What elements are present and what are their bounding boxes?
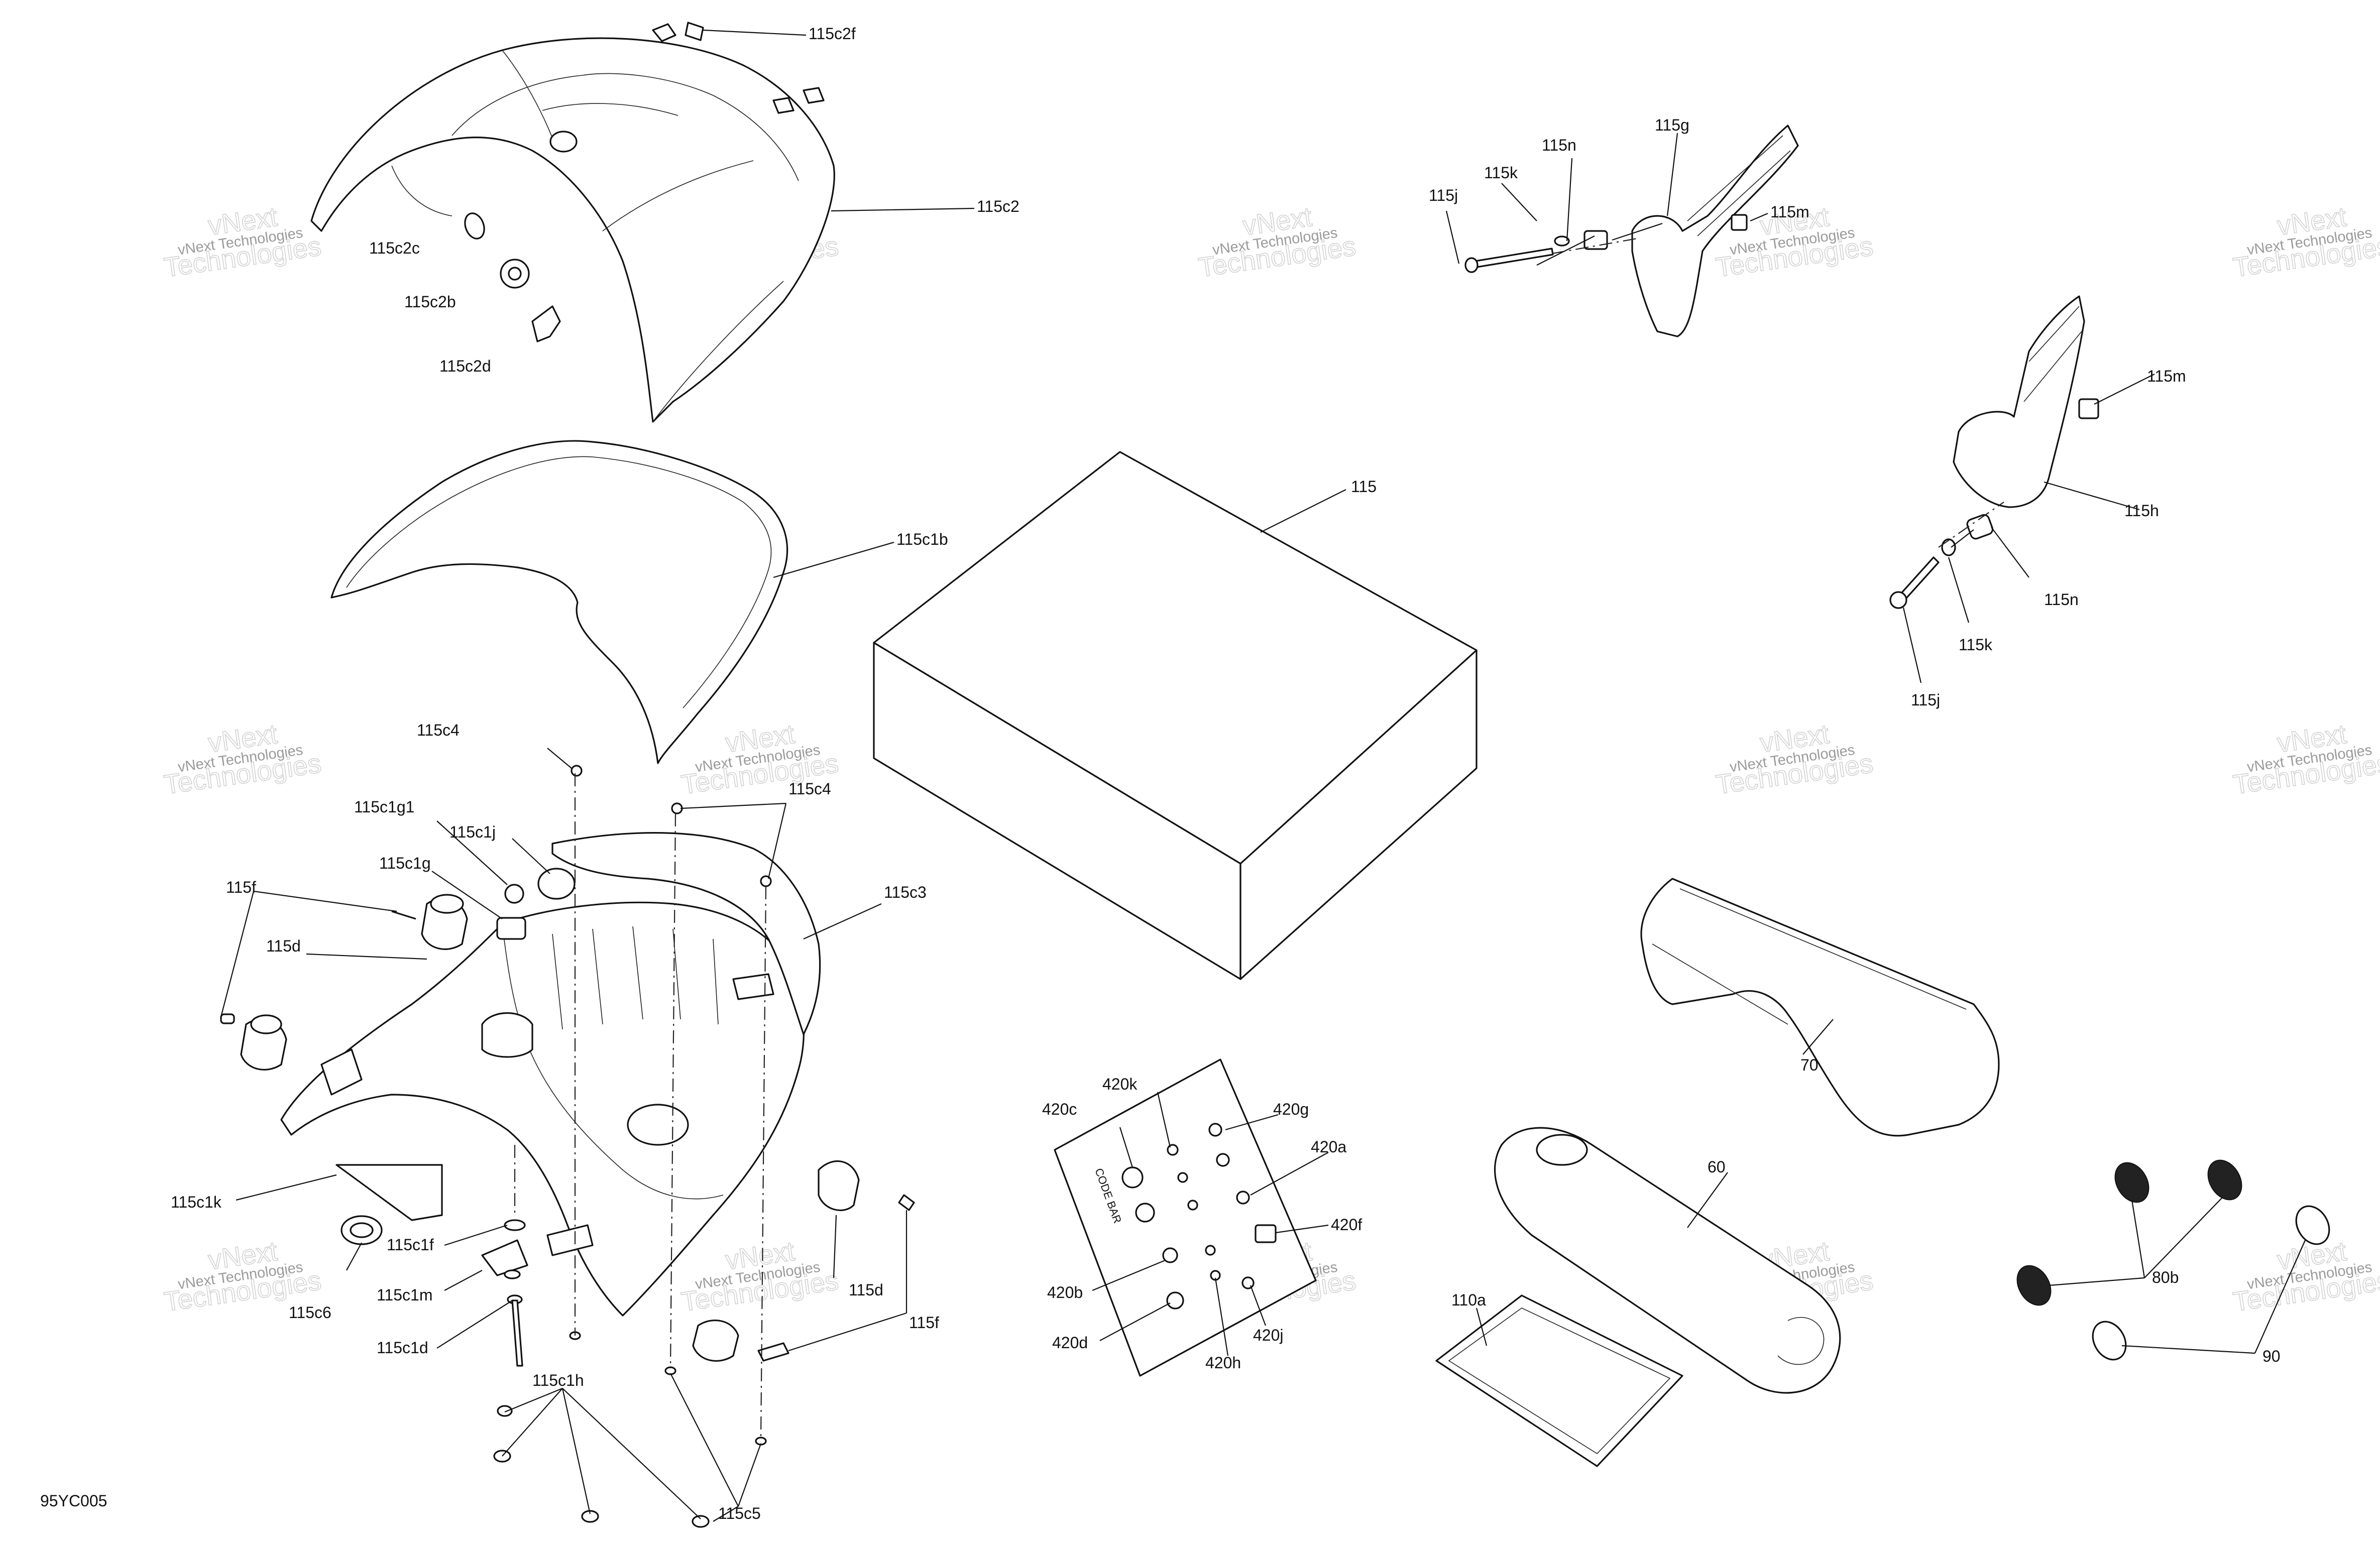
callout-115c2: 115c2 [977, 197, 1019, 215]
callout-420b: 420b [1047, 1283, 1083, 1301]
callout-115h: 115h [2124, 502, 2159, 520]
callout-115g: 115g [1655, 116, 1689, 134]
drawing-code: 95YC005 [40, 1492, 107, 1510]
callout-90: 90 [2262, 1347, 2281, 1365]
callout-60: 60 [1708, 1158, 1726, 1176]
callout-115c2f: 115c2f [809, 25, 856, 43]
part-box [873, 451, 1478, 980]
part-small-hardware-top [464, 212, 561, 342]
callout-115c1f: 115c1f [387, 1236, 434, 1254]
callout-115d-left: 115d [266, 937, 301, 955]
callout-115c6: 115c6 [289, 1303, 331, 1322]
callout-115n-upper: 115n [1542, 136, 1576, 154]
callout-420d: 420d [1052, 1334, 1088, 1352]
part-rolled-mat [1494, 1127, 1841, 1394]
callout-115k-upper: 115k [1484, 164, 1518, 182]
callout-115c5: 115c5 [718, 1504, 761, 1522]
callout-115f-left: 115f [226, 878, 256, 896]
callout-115d-right: 115d [849, 1281, 883, 1299]
callout-420k: 420k [1102, 1075, 1138, 1093]
callout-115c4-right: 115c4 [788, 780, 831, 798]
part-bracket-lower [1889, 295, 2099, 609]
part-mat [1435, 1294, 1683, 1467]
callout-labels: 115c2f 115c2 115c2c 115c2b 115c2d 115c1b… [40, 25, 2281, 1522]
callout-115f-right: 115f [909, 1314, 939, 1332]
callout-115j-upper: 115j [1429, 186, 1458, 204]
callout-115n-lower: 115n [2044, 590, 2079, 609]
callout-115c1m: 115c1m [377, 1286, 432, 1304]
callout-70: 70 [1800, 1056, 1819, 1074]
callout-115c4-left: 115c4 [417, 721, 460, 739]
callout-420g: 420g [1273, 1100, 1309, 1118]
axis-dashes [514, 238, 2004, 1439]
callout-115c1j: 115c1j [449, 823, 496, 841]
callout-420h: 420h [1205, 1354, 1241, 1372]
callout-110a: 110a [1451, 1291, 1486, 1309]
part-round-pads [2016, 1159, 2330, 1361]
part-rear-cover [310, 22, 835, 423]
part-code-bar-plaque: CODE BAR [1054, 1058, 1317, 1377]
callout-115c2c: 115c2c [369, 239, 420, 257]
callout-420a: 420a [1311, 1138, 1346, 1156]
callout-115k-lower: 115k [1959, 636, 1993, 654]
callout-115c1g1: 115c1g1 [354, 798, 414, 816]
callout-115c1k: 115c1k [171, 1193, 222, 1211]
leader-lines [220, 29, 2306, 1522]
callout-115c2b: 115c2b [404, 293, 456, 311]
callout-115c1b: 115c1b [896, 530, 948, 548]
callout-420f: 420f [1331, 1216, 1362, 1234]
part-feet-hardware [493, 765, 772, 1528]
callout-115c1g: 115c1g [379, 854, 431, 872]
callout-115c2d: 115c2d [439, 357, 491, 375]
part-seal-ring [330, 440, 788, 764]
callout-80b: 80b [2152, 1268, 2179, 1286]
callout-420j: 420j [1253, 1326, 1284, 1344]
part-bracket-upper [1464, 125, 1799, 337]
part-seat-base [280, 832, 821, 1317]
callout-115c3: 115c3 [884, 883, 927, 901]
callout-420c: 420c [1042, 1100, 1077, 1118]
callout-115: 115 [1351, 478, 1377, 496]
part-tube-frame [1640, 878, 2000, 1137]
part-seat-base-hardware [220, 868, 915, 1367]
callout-115m-lower: 115m [2147, 367, 2186, 385]
callout-115c1h: 115c1h [532, 1371, 584, 1389]
callout-115m-upper: 115m [1770, 203, 1809, 221]
callout-115j-lower: 115j [1911, 691, 1940, 709]
callout-115c1d: 115c1d [377, 1339, 428, 1357]
